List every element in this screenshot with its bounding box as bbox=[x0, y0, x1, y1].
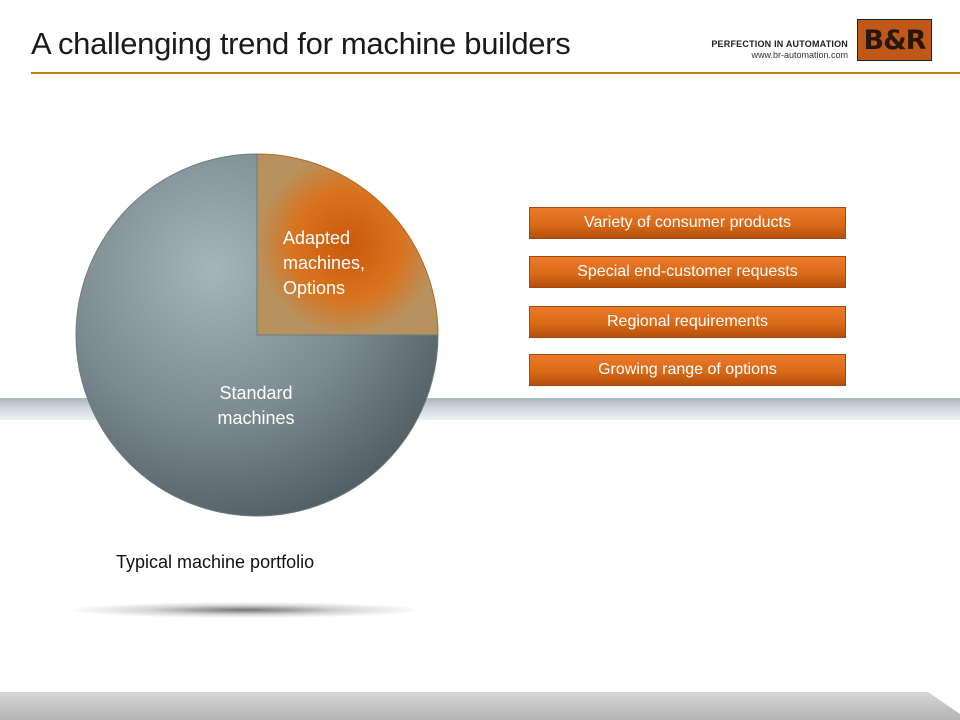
footer-bar bbox=[0, 692, 960, 720]
logo-text: B&R bbox=[863, 24, 927, 56]
portfolio-pie-chart bbox=[74, 152, 440, 518]
pie-label-standard: Standard machines bbox=[217, 383, 295, 428]
factor-item: Special end-customer requests bbox=[529, 256, 846, 288]
title-divider bbox=[31, 72, 960, 74]
factor-item: Growing range of options bbox=[529, 354, 846, 386]
chart-shadow bbox=[70, 602, 420, 618]
pie-slice-standard bbox=[75, 153, 439, 517]
trend-factor-list: Variety of consumer products Special end… bbox=[529, 207, 846, 403]
tagline-text: PERFECTION IN AUTOMATION bbox=[711, 39, 848, 49]
company-logo: B&R bbox=[857, 19, 932, 61]
factor-item: Regional requirements bbox=[529, 306, 846, 338]
pie-slice-adapted bbox=[256, 153, 439, 336]
company-tagline: PERFECTION IN AUTOMATION www.br-automati… bbox=[711, 39, 848, 60]
slide-title: A challenging trend for machine builders bbox=[31, 26, 571, 61]
chart-caption: Typical machine portfolio bbox=[116, 552, 315, 572]
pie-svg bbox=[75, 153, 439, 517]
pie-label-adapted: Adapted machines, Options bbox=[283, 228, 366, 298]
factor-item: Variety of consumer products bbox=[529, 207, 846, 239]
company-url: www.br-automation.com bbox=[751, 50, 848, 60]
